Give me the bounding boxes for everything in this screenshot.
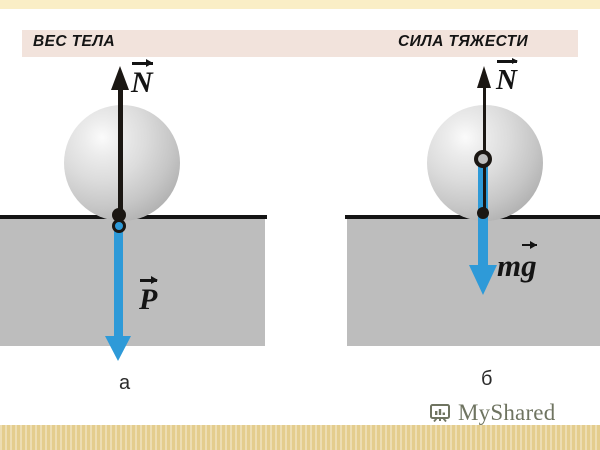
gravity-force-label-m: m: [497, 248, 522, 283]
normal-force-vector-b-head: [477, 66, 491, 88]
weight-vector-head: [105, 336, 131, 361]
gravity-force-vector-head: [469, 265, 497, 295]
bottom-decorative-band: [0, 425, 600, 450]
presentation-chart-icon: [428, 401, 452, 425]
gravity-force-label-g: g: [521, 248, 537, 283]
title-band: [22, 30, 578, 57]
normal-force-label-a: N: [131, 62, 153, 99]
page-title-right: СИЛА ТЯЖЕСТИ: [398, 33, 528, 50]
weight-vector-shaft: [114, 223, 123, 339]
page-title-left: ВЕС ТЕЛА: [33, 33, 116, 50]
normal-force-label-a-text: N: [131, 66, 153, 99]
panel-letter-b: б: [481, 368, 493, 390]
vector-accent-arrow-icon: [521, 243, 537, 247]
watermark-text: MyShared: [458, 400, 556, 425]
normal-force-label-b: N: [496, 60, 517, 96]
contact-point-dot-b: [477, 207, 489, 219]
normal-force-vector-a-shaft: [118, 86, 123, 222]
top-decorative-band: [0, 0, 600, 9]
vector-accent-arrow-icon: [131, 62, 153, 65]
contact-point-dot-a: [112, 208, 126, 222]
normal-force-label-b-text: N: [496, 64, 517, 96]
support-surface-a: [0, 219, 265, 346]
weight-label: P: [139, 279, 158, 316]
normal-force-vector-a-head: [111, 66, 129, 90]
vector-accent-arrow-icon: [139, 279, 158, 282]
support-reaction-ring-a: [112, 219, 126, 233]
center-of-mass-ring-b: [474, 150, 492, 168]
panel-letter-a: а: [119, 372, 131, 394]
watermark: MyShared: [428, 400, 555, 426]
vector-accent-arrow-icon: [496, 60, 517, 63]
weight-label-text: P: [139, 283, 158, 316]
